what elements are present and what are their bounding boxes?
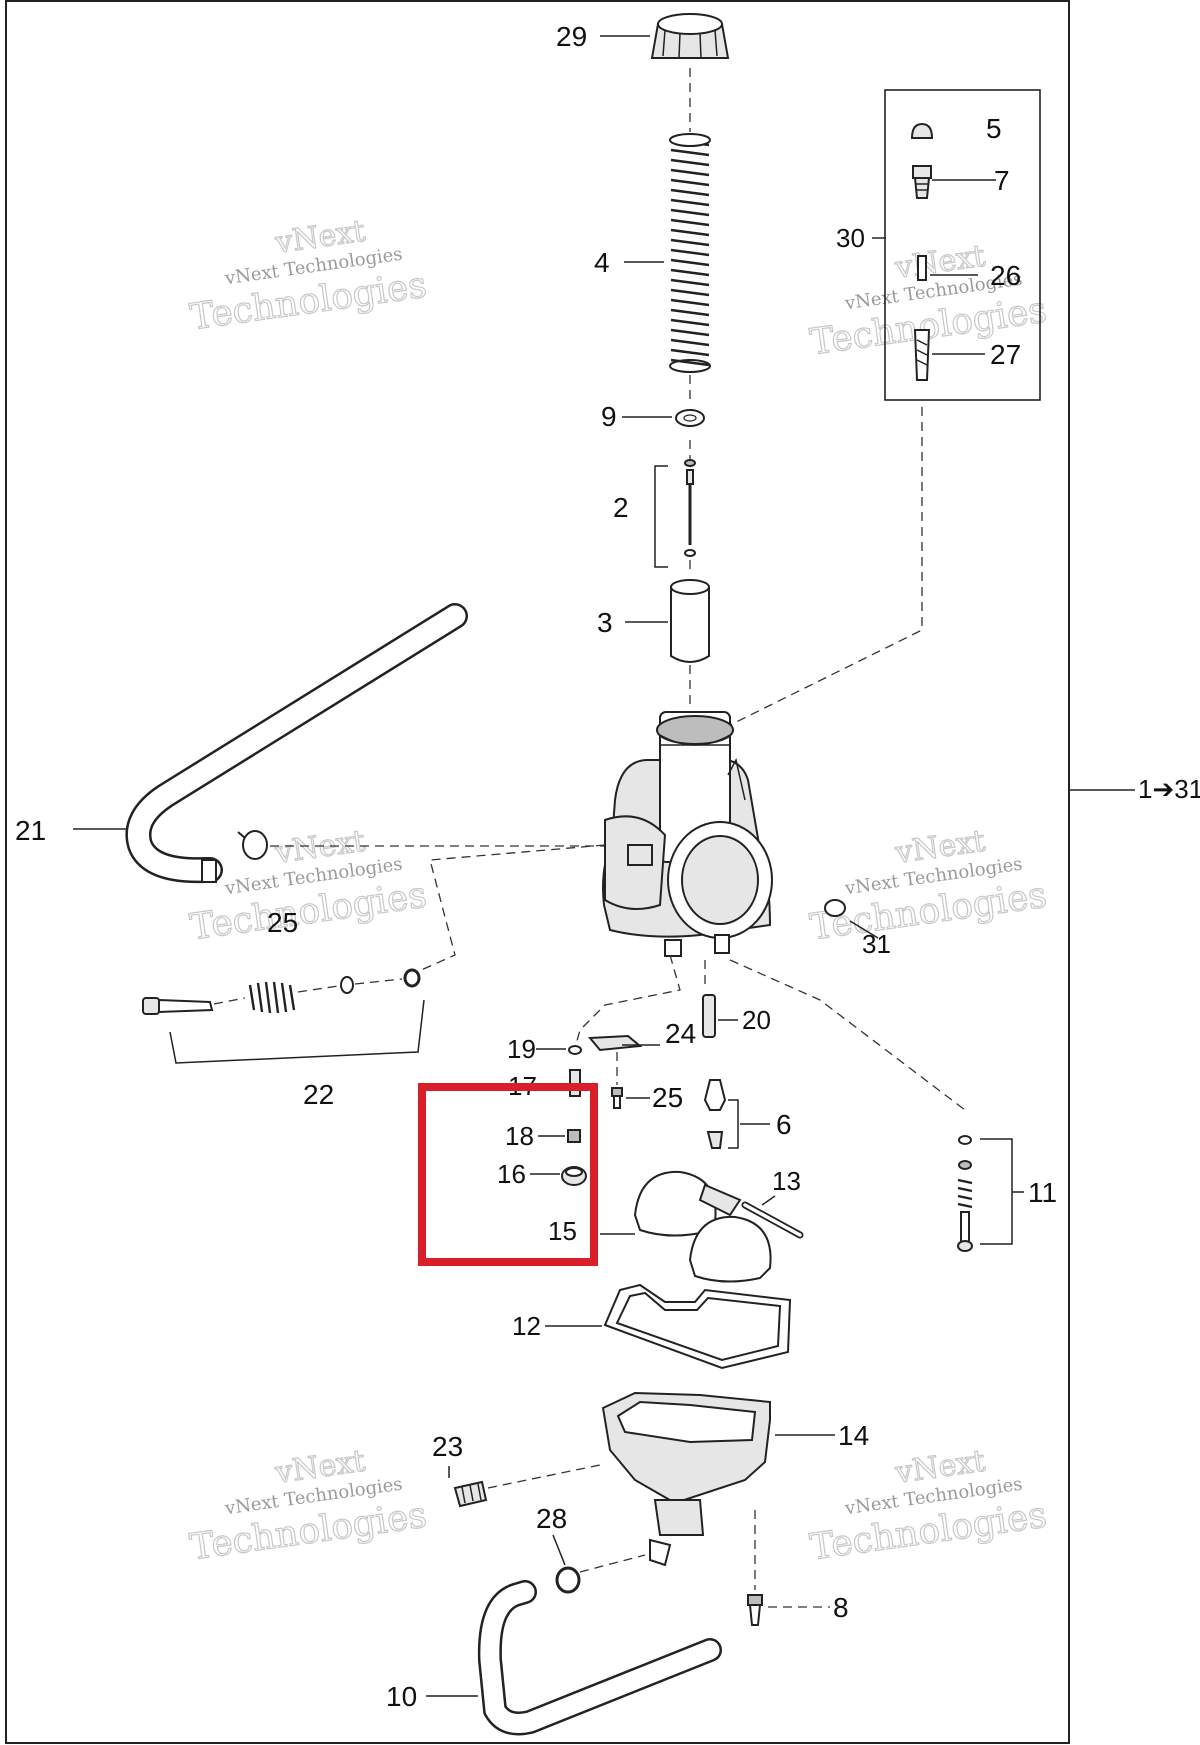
- part-28-clip: 28: [536, 1503, 646, 1594]
- part-11-throttle-stop-screw: 11: [957, 1135, 1057, 1252]
- part-22-pilot-screw: 22: [142, 968, 425, 1110]
- svg-text:20: 20: [742, 1005, 771, 1035]
- part-13-float-pin: 13: [741, 1166, 804, 1239]
- svg-text:21: 21: [15, 815, 46, 846]
- svg-text:29: 29: [556, 21, 587, 52]
- part-12-gasket: 12: [512, 1283, 792, 1370]
- svg-text:31: 31: [862, 929, 891, 959]
- svg-text:18: 18: [505, 1121, 534, 1151]
- highlight-box: [418, 1083, 598, 1266]
- watermark-bottom-right: vNext vNext Technologies Technologies: [807, 1443, 1050, 1569]
- svg-text:10: 10: [386, 1681, 417, 1712]
- part-19-washer: 19: [507, 1034, 582, 1064]
- part-20-jet: 20: [702, 994, 771, 1038]
- svg-text:11: 11: [1028, 1177, 1057, 1208]
- part-10-drain-hose: 10: [386, 1580, 722, 1736]
- svg-text:3: 3: [597, 607, 613, 638]
- range-indicator: 1➔31: [1069, 774, 1200, 804]
- svg-text:30: 30: [836, 223, 865, 253]
- part-15-float: 15: [548, 1170, 772, 1283]
- part-29-cap: 29: [556, 13, 730, 59]
- part-9-clip: 9: [601, 401, 705, 432]
- svg-text:27: 27: [990, 339, 1021, 370]
- svg-text:5: 5: [986, 113, 1002, 144]
- watermark-mid-right: vNext vNext Technologies Technologies: [807, 823, 1050, 949]
- part-30-kit-box: 5 7 30 26 27: [709, 89, 1041, 736]
- svg-text:22: 22: [303, 1079, 334, 1110]
- svg-text:6: 6: [776, 1109, 792, 1140]
- part-24-plate: 24: [587, 1018, 696, 1085]
- part-4-spring: 4: [594, 133, 711, 373]
- part-16-main-jet: 16: [497, 1159, 587, 1189]
- part-8-screw: 8: [747, 1592, 849, 1626]
- svg-text:14: 14: [838, 1420, 869, 1451]
- watermark-bottom-left: vNext vNext Technologies Technologies: [187, 1443, 430, 1569]
- svg-text:23: 23: [432, 1431, 463, 1462]
- svg-text:13: 13: [772, 1166, 801, 1196]
- part-21-hose: 21: [15, 603, 468, 884]
- part-3-slide: 3: [597, 579, 710, 663]
- carburetor-body: 31: [409, 711, 966, 1111]
- svg-text:26: 26: [990, 260, 1021, 291]
- svg-text:24: 24: [665, 1018, 696, 1049]
- svg-text:4: 4: [594, 247, 610, 278]
- svg-text:12: 12: [512, 1311, 541, 1341]
- part-6-float-valve: 6: [703, 1079, 792, 1149]
- range-label: 1➔31: [1138, 774, 1200, 804]
- watermark-mid-left: vNext vNext Technologies Technologies: [187, 823, 430, 949]
- svg-text:25: 25: [267, 907, 298, 938]
- svg-text:19: 19: [507, 1034, 536, 1064]
- diagram-border: [5, 0, 1070, 1744]
- svg-text:7: 7: [994, 165, 1010, 196]
- svg-text:2: 2: [613, 492, 629, 523]
- svg-text:28: 28: [536, 1503, 567, 1534]
- part-2-needle: 2: [613, 459, 696, 568]
- svg-text:15: 15: [548, 1216, 577, 1246]
- svg-text:9: 9: [601, 401, 617, 432]
- part-25-clip-left: 25: [237, 830, 618, 938]
- svg-text:25: 25: [652, 1082, 683, 1113]
- svg-text:8: 8: [833, 1592, 849, 1623]
- svg-text:16: 16: [497, 1159, 526, 1189]
- part-14-float-bowl: 14: [601, 1391, 869, 1590]
- part-18-needle-jet-holder: 18: [505, 1121, 581, 1151]
- watermark-top-left: vNext vNext Technologies Technologies: [187, 213, 430, 339]
- part-25-screw: 25: [611, 1082, 683, 1113]
- part-23-drain-screw: 23: [432, 1431, 601, 1508]
